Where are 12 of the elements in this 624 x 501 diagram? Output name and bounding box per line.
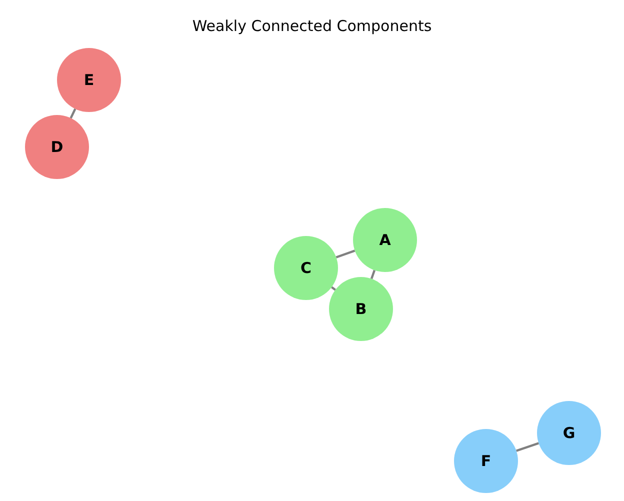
edge-line (370, 270, 376, 280)
node-label: F (480, 452, 492, 470)
node-label: D (50, 138, 64, 156)
chart-title: Weakly Connected Components (191, 17, 433, 35)
node-label: C (300, 259, 312, 277)
edge-line (70, 108, 76, 119)
edge-line (516, 442, 540, 452)
node-label: B (355, 300, 367, 318)
node-label: G (562, 424, 576, 442)
node-label: E (84, 71, 94, 89)
edge-line (336, 250, 356, 258)
node-label: A (379, 231, 391, 249)
